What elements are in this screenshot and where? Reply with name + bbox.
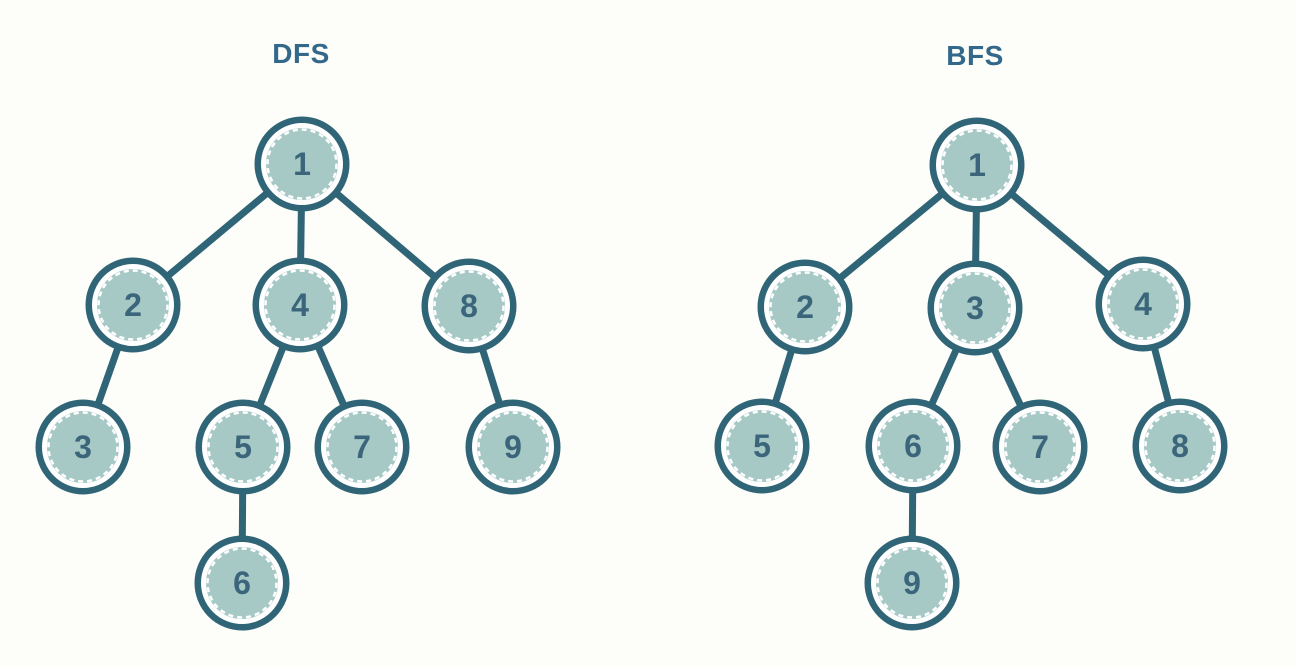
node-gap-ring (201, 542, 283, 624)
node-dashed-ring (47, 411, 119, 483)
node-dashed-ring (877, 410, 949, 482)
node-gap-ring (999, 406, 1081, 488)
node-outer-circle (865, 398, 961, 494)
node-outer-circle (195, 399, 291, 495)
node-outer-circle (1095, 256, 1191, 352)
node-label: 6 (904, 428, 922, 464)
bfs-node-8: 8 (1132, 398, 1228, 494)
node-outer-circle (254, 116, 350, 212)
dfs-node-5: 5 (195, 399, 291, 495)
node-outer-circle (85, 257, 181, 353)
node-gap-ring (1139, 405, 1221, 487)
bfs-node-2: 2 (757, 259, 853, 355)
node-dashed-ring (1144, 410, 1216, 482)
node-dashed-ring (941, 129, 1013, 201)
bfs-node-7: 7 (992, 399, 1088, 495)
dfs-node-4: 4 (252, 257, 348, 353)
node-gap-ring (472, 406, 554, 488)
dfs-node-7: 7 (314, 399, 410, 495)
node-label: 1 (293, 146, 311, 182)
bfs-node-3: 3 (927, 260, 1023, 356)
bfs-node-4: 4 (1095, 256, 1191, 352)
node-label: 9 (504, 429, 522, 465)
dfs-node-3: 3 (35, 399, 131, 495)
node-outer-circle (757, 259, 853, 355)
node-label: 4 (291, 287, 309, 323)
node-label: 3 (966, 290, 984, 326)
node-dashed-ring (726, 410, 798, 482)
bfs-node-6: 6 (865, 398, 961, 494)
node-outer-circle (465, 399, 561, 495)
node-dashed-ring (207, 411, 279, 483)
node-label: 7 (1031, 429, 1049, 465)
node-label: 8 (460, 288, 478, 324)
bfs-node-5: 5 (714, 398, 810, 494)
node-dashed-ring (939, 272, 1011, 344)
bfs-tree: 1 2 3 4 5 6 7 8 9 (714, 117, 1228, 631)
dfs-node-9: 9 (465, 399, 561, 495)
dfs-node-8: 8 (421, 258, 517, 354)
node-gap-ring (202, 406, 284, 488)
node-dashed-ring (326, 411, 398, 483)
node-dashed-ring (433, 270, 505, 342)
node-dashed-ring (477, 411, 549, 483)
bfs-title: BFS (946, 40, 1004, 71)
node-dashed-ring (266, 128, 338, 200)
node-label: 3 (74, 429, 92, 465)
node-label: 2 (124, 287, 142, 323)
node-gap-ring (871, 542, 953, 624)
node-gap-ring (321, 406, 403, 488)
node-gap-ring (872, 405, 954, 487)
node-gap-ring (936, 124, 1018, 206)
node-dashed-ring (1004, 411, 1076, 483)
node-gap-ring (428, 265, 510, 347)
node-gap-ring (934, 267, 1016, 349)
node-outer-circle (194, 535, 290, 631)
node-label: 4 (1134, 286, 1152, 322)
node-outer-circle (992, 399, 1088, 495)
node-dashed-ring (206, 547, 278, 619)
node-outer-circle (421, 258, 517, 354)
node-gap-ring (1102, 263, 1184, 345)
node-outer-circle (1132, 398, 1228, 494)
node-outer-circle (252, 257, 348, 353)
node-outer-circle (927, 260, 1023, 356)
node-label: 7 (353, 429, 371, 465)
node-label: 8 (1171, 428, 1189, 464)
node-label: 1 (968, 147, 986, 183)
node-outer-circle (35, 399, 131, 495)
node-gap-ring (721, 405, 803, 487)
node-outer-circle (929, 117, 1025, 213)
bfs-node-1: 1 (929, 117, 1025, 213)
node-gap-ring (42, 406, 124, 488)
node-label: 2 (796, 289, 814, 325)
node-label: 5 (753, 428, 771, 464)
node-outer-circle (314, 399, 410, 495)
dfs-node-1: 1 (254, 116, 350, 212)
node-gap-ring (261, 123, 343, 205)
node-gap-ring (92, 264, 174, 346)
bfs-node-9: 9 (864, 535, 960, 631)
node-label: 6 (233, 565, 251, 601)
dfs-title: DFS (272, 38, 330, 69)
node-dashed-ring (876, 547, 948, 619)
node-gap-ring (764, 266, 846, 348)
node-outer-circle (714, 398, 810, 494)
dfs-node-6: 6 (194, 535, 290, 631)
node-dashed-ring (1107, 268, 1179, 340)
node-label: 9 (903, 565, 921, 601)
node-dashed-ring (264, 269, 336, 341)
dfs-node-2: 2 (85, 257, 181, 353)
node-outer-circle (864, 535, 960, 631)
node-label: 5 (234, 429, 252, 465)
node-gap-ring (259, 264, 341, 346)
node-dashed-ring (769, 271, 841, 343)
node-dashed-ring (97, 269, 169, 341)
dfs-tree: 1 2 4 8 3 5 7 9 6 (35, 116, 561, 631)
